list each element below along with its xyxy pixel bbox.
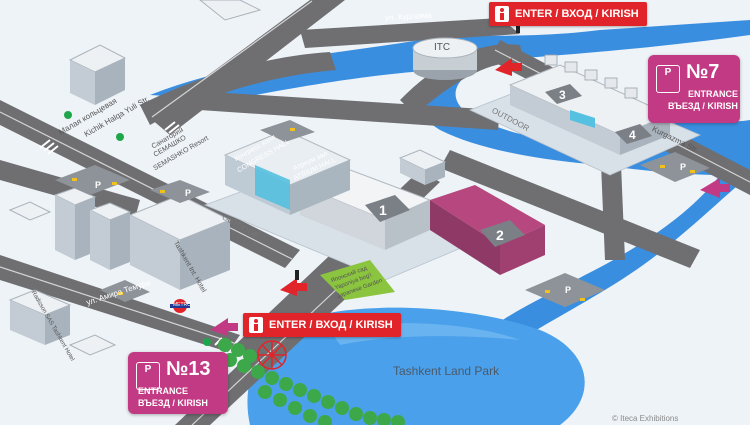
entrance-7-line1: ENTRANCE	[688, 89, 739, 99]
tower-building	[53, 187, 97, 260]
entrance-13-number: №13	[166, 358, 211, 380]
info-markers	[64, 111, 211, 346]
road-bridge	[400, 44, 524, 116]
hall-1-number: 1	[379, 202, 387, 218]
car-parking-icon: P	[656, 65, 680, 93]
atrium-hall-building	[223, 129, 352, 215]
road-east-loop	[440, 150, 700, 268]
car-parking-icon: P	[136, 362, 160, 390]
small-houses	[544, 54, 638, 99]
hall-3-badge	[545, 84, 582, 104]
road-ring-north	[140, 52, 336, 125]
entrance-gates	[295, 23, 520, 280]
entrance-13-line2: ВЪЕЗД / KIRISH	[138, 398, 208, 408]
entrance-13-sign: P №13 ENTRANCE ВЪЕЗД / KIRISH	[128, 352, 228, 414]
road-north-ring	[300, 18, 520, 48]
road-middle	[170, 90, 500, 130]
itc-building	[412, 37, 478, 80]
copyright-label: © Iteca Exhibitions	[612, 414, 679, 423]
parked-cars	[72, 128, 695, 301]
hall-4-badge	[615, 124, 652, 144]
hall-4-number: 4	[629, 128, 636, 142]
small-white-buildings	[8, 0, 262, 356]
metro-icon	[170, 299, 190, 313]
annex-building	[398, 149, 447, 185]
entrance-arrows	[210, 178, 730, 336]
japanese-garden	[320, 260, 395, 300]
hall-3-number: 3	[559, 88, 566, 102]
hall-2-badge	[480, 220, 525, 247]
road-amira	[0, 255, 240, 352]
parking-badge: P	[95, 180, 102, 190]
itc-label: ITC	[434, 42, 451, 53]
hall-3-4-building	[508, 64, 672, 155]
hall-2-number: 2	[496, 227, 504, 243]
pedestrian-icon	[495, 6, 509, 22]
enter-sign-label: ENTER / ВХОД / KIRISH	[515, 8, 639, 20]
parking-badge: P	[565, 285, 572, 295]
enter-sign-label: ENTER / ВХОД / KIRISH	[269, 319, 393, 331]
park-trees	[218, 338, 405, 425]
entrance-13-line1: ENTRANCE	[138, 386, 189, 396]
entrance-7-sign: P №7 ENTRANCE ВЪЕЗД / KIRISH	[648, 55, 740, 123]
entrance-7-number: №7	[686, 61, 720, 83]
ferris-wheel-icon	[257, 340, 287, 370]
hall-2-building	[430, 185, 545, 275]
enter-arrows	[280, 58, 522, 296]
entrance-7-line2: ВЪЕЗД / KIRISH	[668, 101, 738, 111]
hall-1-badge	[365, 195, 410, 222]
sanatorium-building	[68, 44, 127, 105]
enter-sign-south: ENTER / ВХОД / KIRISH	[243, 313, 401, 337]
enter-sign-north: ENTER / ВХОД / KIRISH	[489, 2, 647, 26]
second-tower-building	[88, 202, 132, 270]
tashkent-hotel-building	[128, 194, 232, 290]
parking-badge: P	[185, 188, 192, 198]
radisson-building	[8, 289, 72, 345]
pedestrian-icon	[249, 317, 263, 333]
metro-label: METRO	[173, 302, 192, 308]
parking-badge: P	[680, 162, 687, 172]
river	[150, 20, 750, 425]
road-west-access	[0, 160, 140, 218]
park-label: Tashkent Land Park	[393, 364, 500, 378]
